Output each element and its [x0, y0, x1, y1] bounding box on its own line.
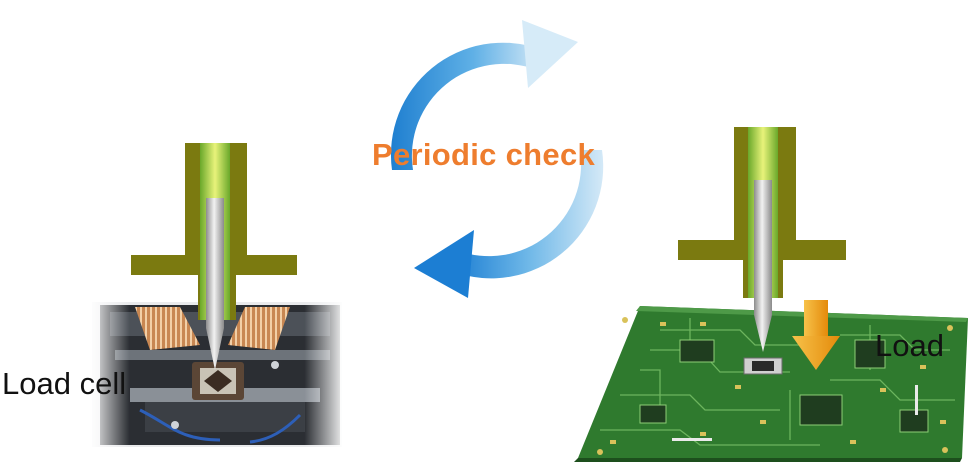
load-cell-label: Load cell [2, 366, 127, 401]
periodic-check-label: Periodic check [372, 137, 596, 172]
load-label: Load [875, 328, 944, 363]
left-nozzle [131, 143, 297, 370]
down-arrow-icon [792, 300, 840, 370]
right-nozzle [678, 127, 846, 375]
circular-refresh-arrows-icon [390, 20, 604, 298]
pcb-board [574, 306, 968, 462]
